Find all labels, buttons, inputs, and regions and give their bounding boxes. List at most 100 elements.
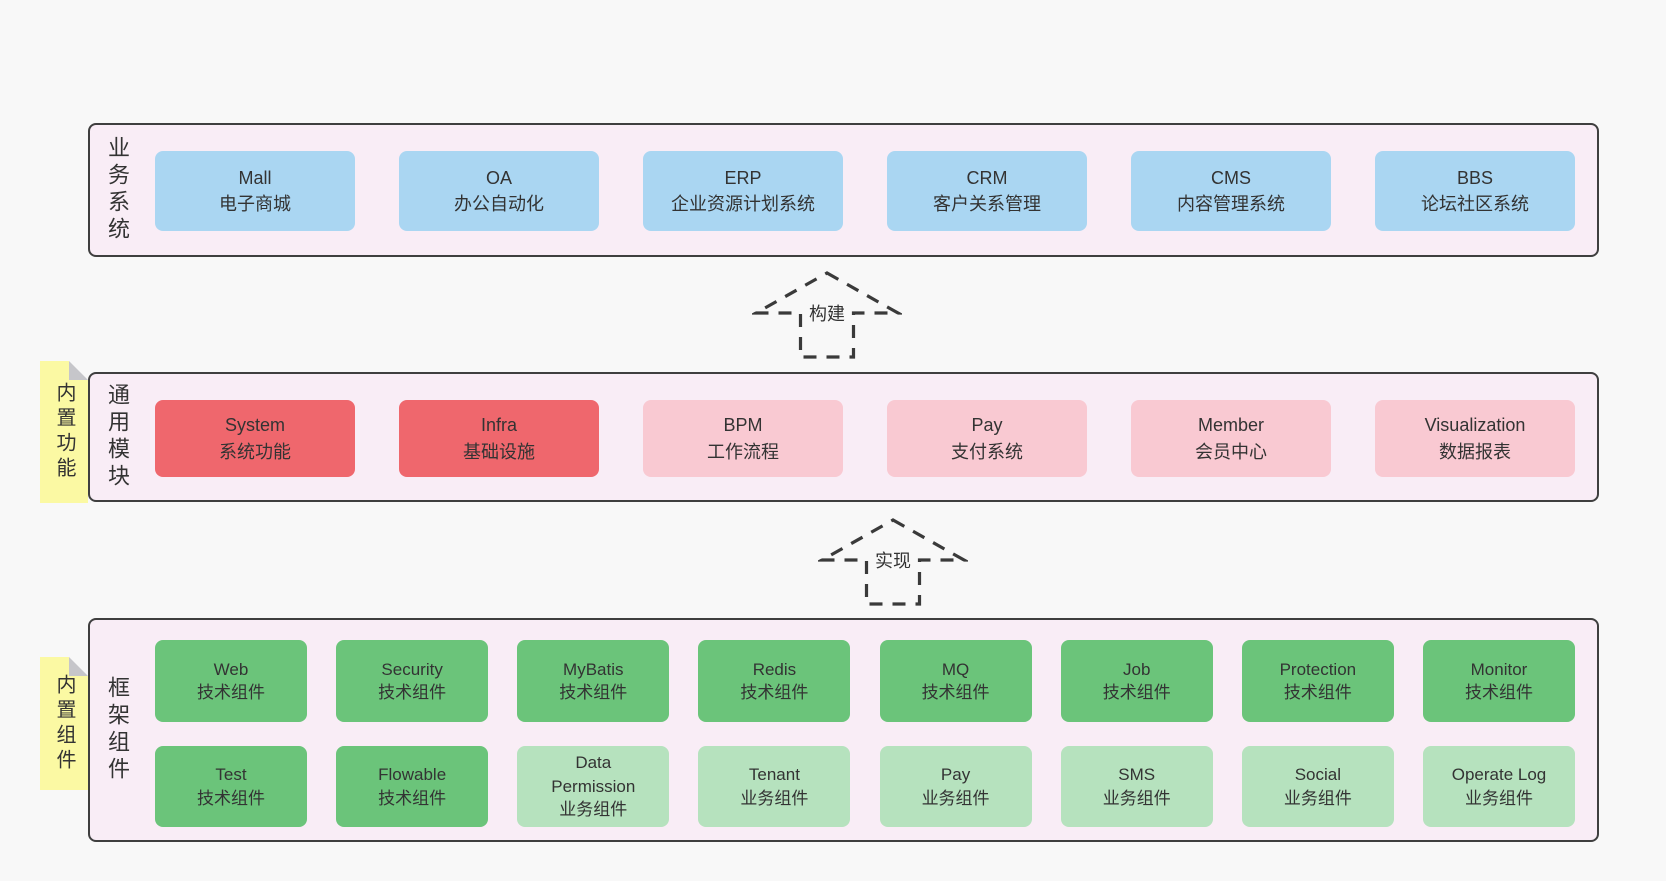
box-subtitle: 业务组件 bbox=[1283, 788, 1352, 808]
built-in-features-note-text: 内置功能 bbox=[53, 382, 75, 482]
box-mybatis: MyBatis 技术组件 bbox=[517, 640, 670, 722]
built-in-features-note: 内置功能 bbox=[40, 361, 88, 503]
framework-components-row-2: Test 技术组件 Flowable 技术组件 Data Permission … bbox=[155, 746, 1575, 827]
box-title: Data Permission bbox=[551, 753, 636, 796]
up-arrow-icon bbox=[752, 271, 902, 359]
box-job: Job 技术组件 bbox=[1060, 640, 1213, 722]
common-modules-label: 通用模块 bbox=[105, 383, 130, 491]
box-title: MyBatis bbox=[563, 659, 624, 679]
box-cms: CMS 内容管理系统 bbox=[1131, 151, 1331, 231]
box-subtitle: 技术组件 bbox=[378, 683, 447, 702]
box-subtitle: 技术组件 bbox=[197, 788, 265, 808]
common-modules-panel: 通用模块 System 系统功能 Infra 基础设施 BPM 工作流程 Pay… bbox=[88, 372, 1599, 502]
box-subtitle: 业务组件 bbox=[921, 788, 990, 808]
box-pay-component: Pay 业务组件 bbox=[879, 746, 1032, 827]
box-title: Job bbox=[1122, 659, 1151, 679]
box-social: Social 业务组件 bbox=[1241, 746, 1394, 827]
box-subtitle: 业务组件 bbox=[559, 800, 628, 820]
build-arrow-label: 构建 bbox=[806, 304, 848, 326]
box-flowable: Flowable 技术组件 bbox=[336, 746, 489, 827]
implement-arrow: 实现 bbox=[818, 517, 968, 607]
box-subtitle: 技术组件 bbox=[559, 683, 628, 702]
box-title: Test bbox=[215, 765, 247, 785]
box-title: Redis bbox=[752, 659, 797, 679]
box-subtitle: 会员中心 bbox=[1195, 441, 1267, 462]
box-subtitle: 数据报表 bbox=[1439, 441, 1511, 462]
box-subtitle: 办公自动化 bbox=[454, 194, 544, 214]
build-arrow: 构建 bbox=[752, 270, 902, 360]
box-infra: Infra 基础设施 bbox=[399, 400, 599, 477]
box-title: MQ bbox=[941, 659, 970, 679]
box-title: Mall bbox=[238, 167, 272, 188]
box-title: BPM bbox=[723, 415, 763, 436]
box-security: Security 技术组件 bbox=[336, 640, 489, 722]
box-title: Pay bbox=[971, 415, 1003, 436]
box-subtitle: 系统功能 bbox=[219, 441, 291, 462]
box-subtitle: 论坛社区系统 bbox=[1421, 194, 1529, 214]
box-title: Visualization bbox=[1424, 415, 1526, 436]
framework-components-row-1: Web 技术组件 Security 技术组件 MyBatis 技术组件 Redi… bbox=[155, 640, 1575, 722]
box-subtitle: 技术组件 bbox=[1464, 683, 1533, 702]
box-sms: SMS 业务组件 bbox=[1060, 746, 1213, 827]
box-title: Flowable bbox=[378, 765, 447, 785]
implement-arrow-label: 实现 bbox=[872, 551, 914, 573]
box-subtitle: 支付系统 bbox=[951, 441, 1023, 462]
box-web: Web 技术组件 bbox=[155, 640, 307, 722]
box-data-permission: Data Permission 业务组件 bbox=[517, 746, 670, 827]
box-visualization: Visualization 数据报表 bbox=[1375, 400, 1575, 477]
framework-components-panel: 框架组件 Web 技术组件 Security 技术组件 MyBatis 技术组件… bbox=[88, 618, 1599, 842]
box-subtitle: 技术组件 bbox=[921, 683, 990, 702]
box-crm: CRM 客户关系管理 bbox=[887, 151, 1087, 231]
framework-components-label: 框架组件 bbox=[105, 676, 130, 784]
box-title: ERP bbox=[724, 167, 762, 188]
box-protection: Protection 技术组件 bbox=[1241, 640, 1394, 722]
box-subtitle: 业务组件 bbox=[740, 788, 809, 808]
box-oa: OA 办公自动化 bbox=[399, 151, 599, 231]
built-in-components-note: 内置组件 bbox=[40, 657, 88, 790]
box-title: Tenant bbox=[748, 765, 800, 785]
box-title: Web bbox=[213, 659, 249, 679]
box-pay-module: Pay 支付系统 bbox=[887, 400, 1087, 477]
box-subtitle: 技术组件 bbox=[1283, 683, 1352, 702]
box-bbs: BBS 论坛社区系统 bbox=[1375, 151, 1575, 231]
box-title: Security bbox=[381, 659, 443, 679]
box-subtitle: 技术组件 bbox=[740, 683, 809, 702]
box-title: BBS bbox=[1456, 167, 1494, 188]
box-subtitle: 客户关系管理 bbox=[933, 194, 1041, 214]
box-subtitle: 内容管理系统 bbox=[1177, 194, 1285, 214]
box-title: CMS bbox=[1211, 167, 1251, 188]
box-subtitle: 企业资源计划系统 bbox=[671, 194, 815, 214]
note-fold-icon bbox=[69, 361, 88, 380]
box-subtitle: 业务组件 bbox=[1464, 788, 1533, 808]
business-systems-row: Mall 电子商城 OA 办公自动化 ERP 企业资源计划系统 CRM 客户关系… bbox=[155, 151, 1575, 231]
box-title: Infra bbox=[480, 415, 518, 436]
note-fold-icon bbox=[69, 657, 88, 676]
box-redis: Redis 技术组件 bbox=[698, 640, 851, 722]
box-member: Member 会员中心 bbox=[1131, 400, 1331, 477]
business-systems-panel: 业务系统 Mall 电子商城 OA 办公自动化 ERP 企业资源计划系统 CRM… bbox=[88, 123, 1599, 257]
box-subtitle: 技术组件 bbox=[378, 788, 447, 808]
business-systems-label: 业务系统 bbox=[105, 136, 130, 244]
box-title: Member bbox=[1197, 415, 1264, 436]
box-subtitle: 基础设施 bbox=[463, 441, 535, 462]
box-title: SMS bbox=[1118, 765, 1156, 785]
box-system: System 系统功能 bbox=[155, 400, 355, 477]
box-operate-log: Operate Log 业务组件 bbox=[1422, 746, 1575, 827]
box-title: OA bbox=[485, 167, 512, 188]
box-bpm: BPM 工作流程 bbox=[643, 400, 843, 477]
box-title: System bbox=[224, 415, 285, 436]
box-test: Test 技术组件 bbox=[155, 746, 307, 827]
up-arrow-icon bbox=[818, 518, 968, 606]
box-title: Social bbox=[1294, 765, 1341, 785]
box-subtitle: 工作流程 bbox=[707, 441, 779, 462]
box-subtitle: 技术组件 bbox=[197, 683, 265, 702]
box-tenant: Tenant 业务组件 bbox=[698, 746, 851, 827]
box-title: Monitor bbox=[1470, 659, 1528, 679]
box-mq: MQ 技术组件 bbox=[879, 640, 1032, 722]
box-subtitle: 业务组件 bbox=[1102, 788, 1171, 808]
box-title: Protection bbox=[1279, 659, 1357, 679]
common-modules-row: System 系统功能 Infra 基础设施 BPM 工作流程 Pay 支付系统… bbox=[155, 400, 1575, 477]
built-in-components-note-text: 内置组件 bbox=[53, 673, 75, 774]
box-subtitle: 电子商城 bbox=[219, 194, 291, 214]
box-title: CRM bbox=[966, 167, 1008, 188]
